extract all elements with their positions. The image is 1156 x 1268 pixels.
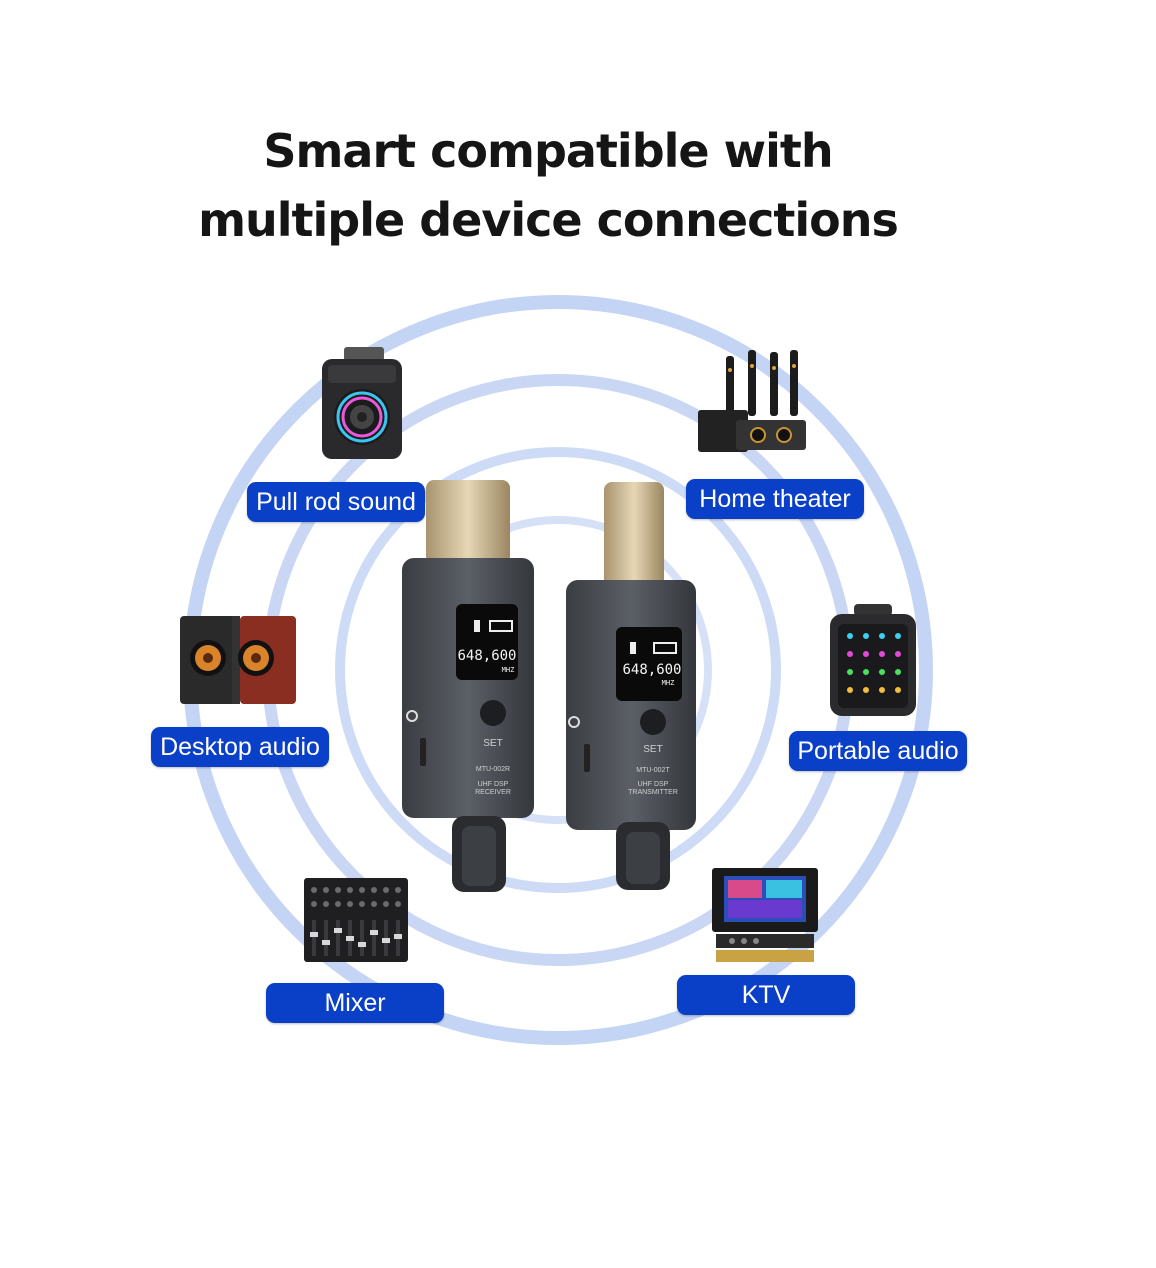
- transmitter-unit: 648,600 MHZ SET MTU-002T UHF DSP TRANSMI…: [564, 482, 698, 890]
- headline-line-2: multiple device connections: [198, 193, 899, 247]
- receiver-model: MTU-002R: [476, 766, 510, 773]
- portable-speaker-image: [828, 604, 918, 718]
- mixer-image: [302, 876, 410, 964]
- transmitter-unit-label: MHZ: [662, 679, 675, 687]
- ring-3: [335, 447, 781, 893]
- label-pull-rod-sound: Pull rod sound: [247, 482, 425, 522]
- label-ktv: KTV: [677, 975, 855, 1015]
- transmitter-type-line1: UHF DSP: [638, 781, 669, 788]
- receiver-type-line2: RECEIVER: [475, 789, 511, 796]
- receiver-frequency: 648,600: [457, 648, 516, 664]
- label-desktop-audio: Desktop audio: [151, 727, 329, 767]
- ktv-image: [710, 864, 820, 964]
- receiver-unit-label: MHZ: [502, 666, 515, 674]
- receiver-set-label: SET: [483, 738, 502, 749]
- transmitter-model: MTU-002T: [636, 767, 670, 774]
- home-theater-image: [696, 348, 808, 456]
- receiver-unit: 648,600 MHZ SET MTU-002R UHF DSP RECEIVE…: [400, 480, 538, 892]
- transmitter-set-label: SET: [643, 744, 662, 755]
- transmitter-type-line2: TRANSMITTER: [628, 789, 678, 796]
- label-home-theater: Home theater: [686, 479, 864, 519]
- label-portable-audio: Portable audio: [789, 731, 967, 771]
- receiver-type-line1: UHF DSP: [478, 781, 509, 788]
- desktop-speakers-image: [178, 612, 298, 706]
- transmitter-frequency: 648,600: [622, 662, 681, 678]
- headline-line-1: Smart compatible with: [263, 124, 833, 178]
- pull-rod-speaker-image: [318, 345, 406, 463]
- label-mixer: Mixer: [266, 983, 444, 1023]
